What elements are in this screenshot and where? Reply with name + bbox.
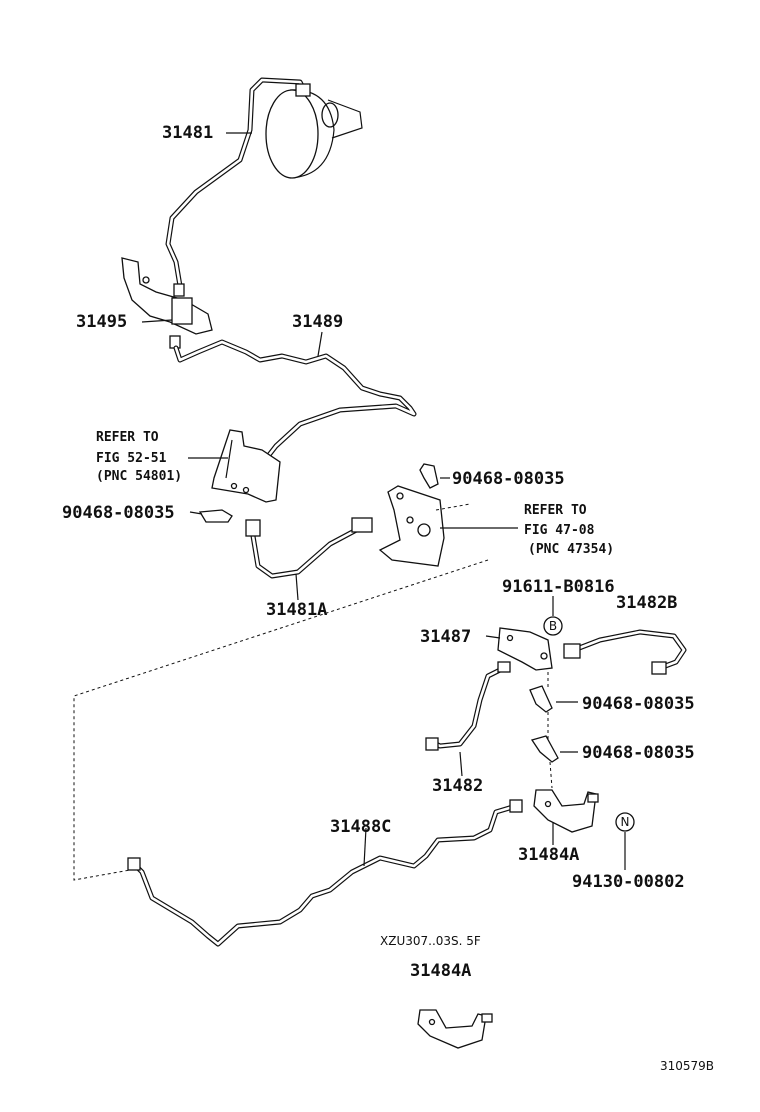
dashed-boundary	[73, 559, 489, 881]
pipe-31482	[425, 661, 511, 751]
clip-top	[419, 463, 439, 489]
label-refer2-line2: FIG 47-08	[524, 523, 595, 538]
bolt-marker-text: B	[549, 619, 557, 633]
brake-booster	[265, 89, 363, 179]
nut-marker: N	[615, 812, 635, 832]
nut-marker-text: N	[621, 815, 630, 829]
label-31484A-alt: 31484A	[410, 961, 471, 981]
label-31489: 31489	[292, 312, 343, 332]
pipe-31489	[173, 339, 417, 483]
label-31488C: 31488C	[330, 817, 391, 837]
label-clip-right-upper: 90468-08035	[582, 694, 695, 714]
label-31481: 31481	[162, 123, 213, 143]
label-refer1-line3: (PNC 54801)	[96, 469, 182, 484]
label-31484A: 31484A	[518, 845, 579, 865]
label-nut: 94130-00802	[572, 872, 685, 892]
label-31495: 31495	[76, 312, 127, 332]
hose-31481A	[245, 517, 373, 579]
label-clip-right-lower: 90468-08035	[582, 743, 695, 763]
pipe-31488C	[127, 799, 523, 947]
leader-lines	[141, 132, 626, 870]
bracket-54801	[211, 429, 281, 503]
junction-31495	[121, 257, 213, 349]
bracket-31484A-alt	[417, 1009, 493, 1049]
label-variant: XZU307..03S. 5F	[380, 934, 481, 948]
figure-number: 310579B	[660, 1059, 714, 1073]
clip-left	[198, 509, 233, 523]
bolt-marker: B	[543, 616, 563, 636]
label-refer1-line2: FIG 52-51	[96, 451, 167, 466]
label-31482B: 31482B	[616, 593, 677, 613]
label-bolt: 91611-B0816	[502, 577, 615, 597]
dashed-guide-2	[547, 672, 553, 789]
label-clip-top: 90468-08035	[452, 469, 565, 489]
label-31482: 31482	[432, 776, 483, 796]
label-refer2-line3: (PNC 47354)	[528, 542, 614, 557]
label-31481A: 31481A	[266, 600, 327, 620]
label-refer1-line1: REFER TO	[96, 430, 159, 445]
pipe-31481	[165, 77, 311, 289]
label-clip-left: 90468-08035	[62, 503, 175, 523]
clip-right-upper	[529, 685, 553, 713]
hose-31482B	[563, 629, 687, 675]
bracket-31487	[497, 627, 553, 671]
label-31487: 31487	[420, 627, 471, 647]
clip-right-lower	[530, 735, 559, 763]
bracket-31484A	[533, 789, 599, 833]
bracket-47354	[378, 485, 445, 567]
label-refer2-line1: REFER TO	[524, 503, 587, 518]
